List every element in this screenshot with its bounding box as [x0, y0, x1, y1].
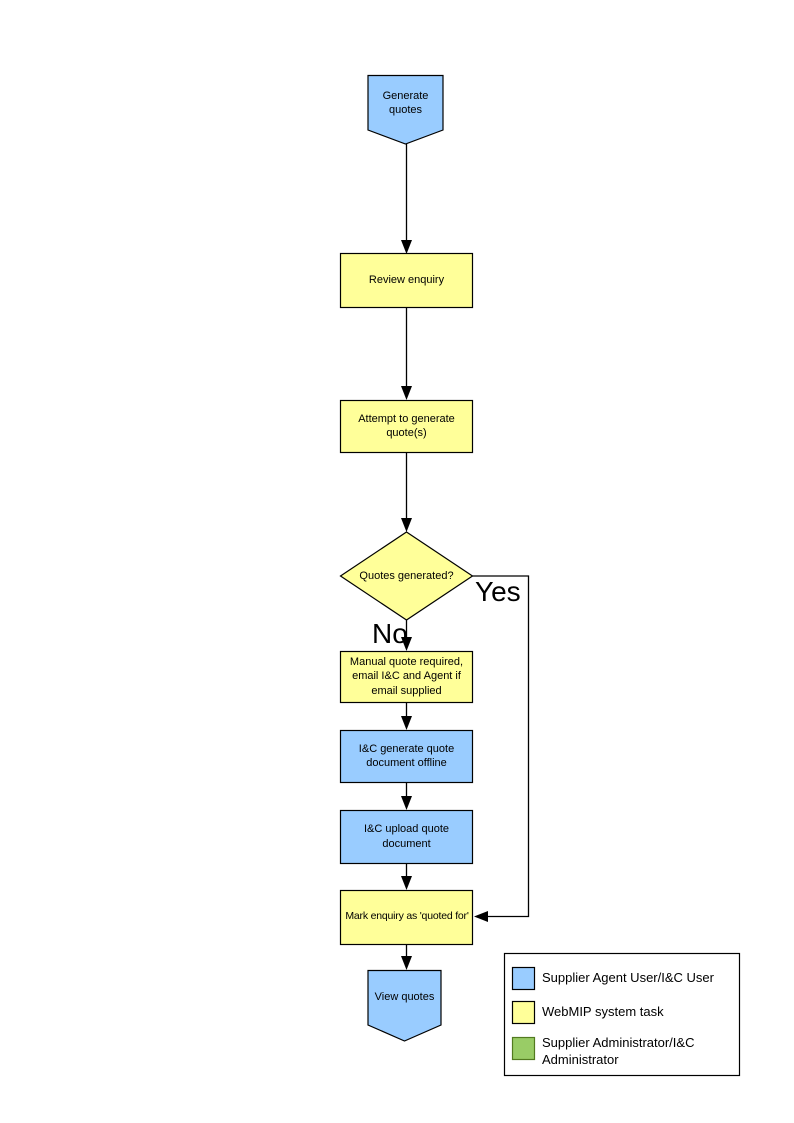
mark-node-shape — [339, 889, 474, 946]
arrowhead-into-upload — [401, 796, 412, 810]
arrowhead-into-manual — [401, 637, 412, 651]
offline-node-shape — [339, 729, 474, 784]
start-node-shape — [367, 74, 444, 145]
decision-diamond-shape — [339, 531, 474, 621]
arrowhead-into-end — [401, 956, 412, 970]
legend-swatch-system-task — [511, 1000, 536, 1025]
arrowhead-into-decision — [401, 518, 412, 532]
review-node-shape — [339, 252, 474, 309]
legend-box — [503, 952, 741, 1077]
arrowhead-into-offline — [401, 716, 412, 730]
end-node-shape — [367, 969, 442, 1042]
legend-swatch-user-task — [511, 966, 536, 991]
legend-swatch-admin-task — [511, 1036, 536, 1061]
connector-yes-branch — [472, 575, 530, 918]
arrowhead-into-review — [401, 240, 412, 254]
upload-node-shape — [339, 809, 474, 865]
arrowhead-into-mark — [401, 876, 412, 890]
arrowhead-into-attempt — [401, 386, 412, 400]
arrowhead-yes-into-mark — [474, 911, 488, 922]
attempt-node-shape — [339, 399, 474, 454]
manual-node-shape — [339, 650, 474, 704]
